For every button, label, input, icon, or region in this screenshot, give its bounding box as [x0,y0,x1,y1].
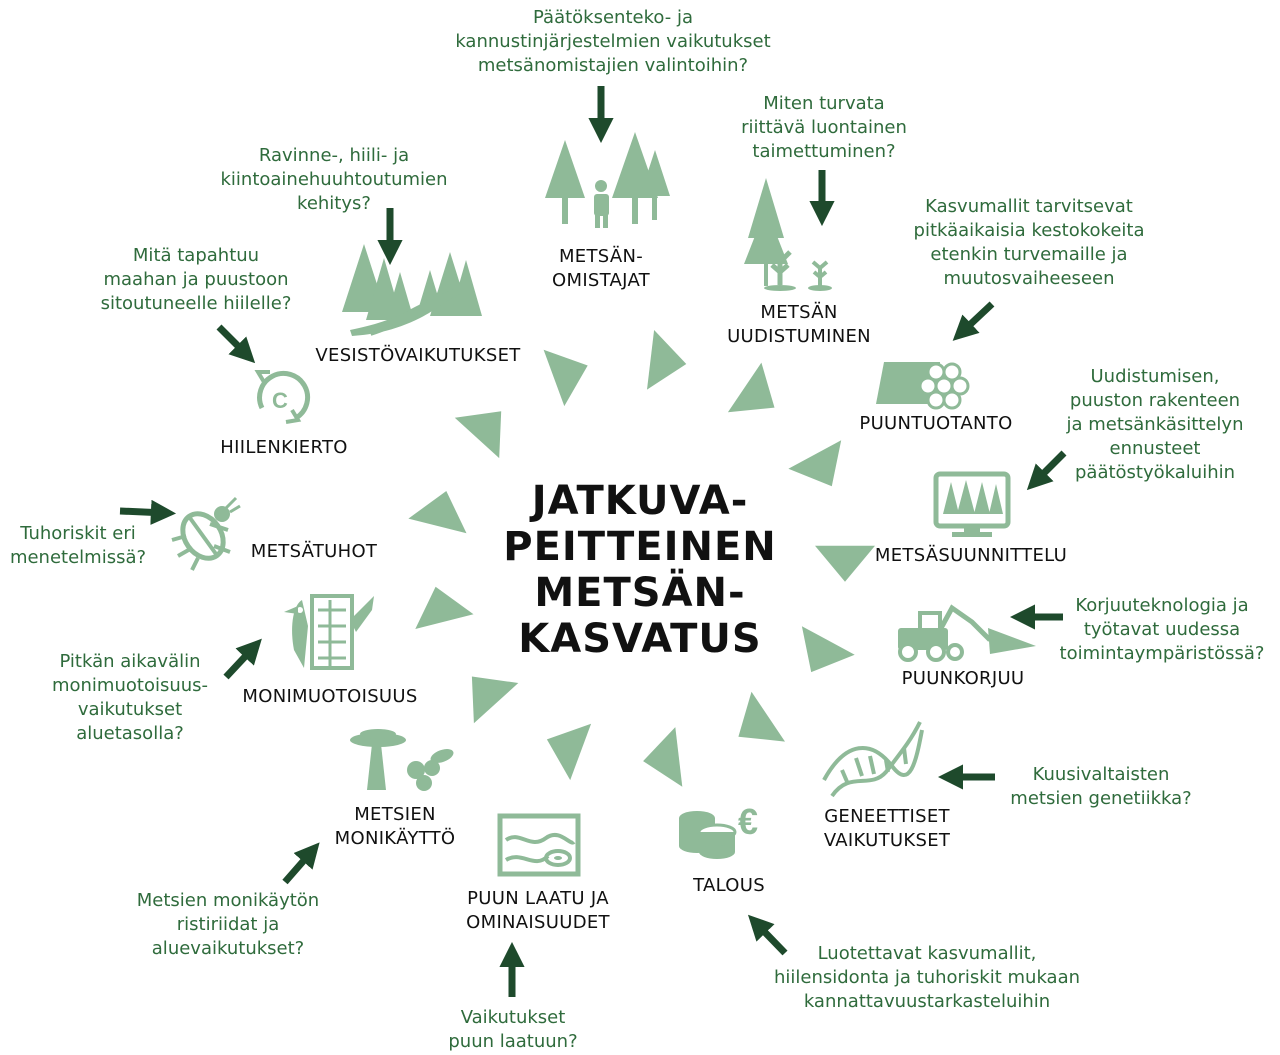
ring-triangle [738,691,785,742]
ring-triangle [643,727,683,787]
wood-grain-icon [497,813,581,877]
arrow-metsatuhot [119,499,177,525]
question-metsanomistajat: Päätöksenteko- ja kannustinjärjestelmien… [455,7,771,76]
ring-triangle [471,676,519,724]
svg-text:€: € [738,801,758,842]
question-monikaytto: Metsien monikäytön ristiriidat ja alueva… [136,890,320,959]
label-metsatuhot: METSÄTUHOT [250,541,378,562]
beetle-icon [171,496,241,571]
question-puunkorjuu: Korjuuteknologia ja työtavat uudessa toi… [1059,595,1265,664]
question-arrows [119,86,1067,997]
question-puunlaatu: Vaikutukset puun laatuun? [448,1007,578,1052]
question-hiilenkierto: Mitä tapahtuu maahan ja puustoon sitoutu… [100,245,292,314]
question-metsasuunnittelu: Uudistumisen, puuston rakenteen ja metsä… [1066,366,1244,483]
arrow-talous [747,914,788,956]
center-title: JATKUVA- PEITTEINEN METSÄN- KASVATUS [503,478,777,662]
label-hiilenkierto: HIILENKIERTO [220,437,348,458]
arrow-metsasuunnittelu [1026,450,1067,491]
label-puuntuotanto: PUUNTUOTANTO [859,413,1013,434]
svg-text:C: C [272,388,288,413]
ring-triangle [454,411,502,459]
circular-arrow-ring [408,330,875,787]
forest-river-icon [342,244,494,336]
ring-triangle [546,723,592,781]
dna-icon [822,721,924,798]
label-monikaytto: METSIEN MONIKÄYTTÖ [334,804,456,849]
coins-euro-icon: € [679,801,758,859]
label-geneettiset: GENEETTISET VAIKUTUKSET [823,806,951,851]
ring-triangle [647,330,687,390]
question-monimuotoisuus: Pitkän aikavälin monimuotoisuus- vaikutu… [51,651,209,744]
label-vesisto: VESISTÖVAIKUTUKSET [315,345,521,366]
ring-triangle [408,491,467,534]
label-monimuotoisuus: MONIMUOTOISUUS [242,686,418,707]
label-metsasuunnittelu: METSÄSUUNNITTELU [874,545,1068,566]
label-talous: TALOUS [693,875,765,896]
arrow-monimuotoisuus [223,638,262,680]
arrow-puuntuotanto [952,301,995,341]
label-puunlaatu: PUUN LAATU JA OMINAISUUDET [466,888,610,933]
question-puuntuotanto: Kasvumallit tarvitsevat pitkäaikaisia ke… [913,196,1145,289]
ring-triangle [727,362,775,413]
label-metsanomistajat: METSÄN- OMISTAJAT [552,246,650,291]
question-vesisto: Ravinne-, hiili- ja kiintoainehuuhtoutum… [220,145,448,214]
ring-triangle [801,626,855,673]
ring-triangle [815,545,875,582]
ring-triangle [415,586,474,629]
monitor-forest-icon [933,471,1011,537]
label-puunkorjuu: PUUNKORJUU [901,668,1025,689]
question-talous: Luotettavat kasvumallit, hiilensidonta j… [773,943,1081,1012]
ring-triangle [788,440,842,487]
ring-triangle [543,349,588,407]
mushroom-berries-icon [350,729,454,791]
log-pile-icon [876,362,970,410]
woodpecker-icon [284,594,374,670]
question-geneettiset: Kuusivaltaisten metsien genetiikka? [1010,764,1192,809]
arrow-monikaytto [282,842,320,885]
carbon-cycle-icon: C [254,370,311,424]
question-metsatuhot: Tuhoriskit eri menetelmissä? [9,523,147,568]
harvester-icon [898,604,1036,662]
label-uudistuminen: METSÄN UUDISTUMINEN [727,302,871,347]
question-uudistuminen: Miten turvata riittävä luontainen taimet… [741,93,907,162]
seedlings-icon [744,178,832,291]
arrow-hiilenkierto [216,324,256,364]
trees-person-icon [545,132,670,228]
